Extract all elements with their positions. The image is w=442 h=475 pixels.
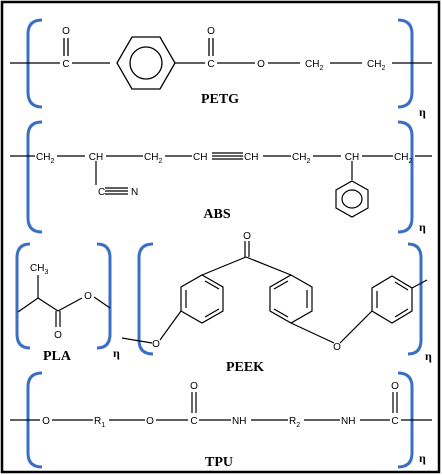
abs-right-bracket bbox=[397, 120, 414, 234]
peek-ether-oxygen: O bbox=[333, 342, 341, 353]
peek-repeat-symbol: η bbox=[425, 349, 432, 363]
petg-carbon-2: C bbox=[207, 59, 214, 70]
pla-ester-oxygen: O bbox=[84, 291, 92, 302]
tpu-carbonyl-carbon-2: C bbox=[391, 416, 398, 427]
pla-right-bracket bbox=[96, 242, 112, 350]
abs-methylene-1: CH2 bbox=[36, 152, 54, 165]
petg-carbonyl-oxygen-2: O bbox=[207, 26, 215, 37]
abs-alkyne-carbon-1: CH bbox=[193, 152, 207, 163]
tpu-oxygen-2: O bbox=[146, 416, 154, 427]
petg-label: PETG bbox=[201, 92, 239, 107]
pla-methyl: CH3 bbox=[30, 263, 48, 276]
tpu-r2-group: R2 bbox=[289, 416, 300, 429]
panel-pla: CH3 O O PLA η bbox=[15, 242, 120, 364]
abs-nitrile-carbon: C bbox=[98, 187, 105, 198]
peek-right-bracket bbox=[407, 242, 423, 356]
pla-carbonyl-oxygen: O bbox=[54, 330, 62, 341]
panel-abs: CH2 CH CH2 CH CH CH2 CH CH2 C N ABS η bbox=[10, 120, 432, 234]
panel-peek: O O O PEEK η bbox=[121, 231, 432, 375]
tpu-repeat-symbol: η bbox=[419, 451, 426, 465]
tpu-carbonyl-oxygen-1: O bbox=[190, 381, 198, 392]
petg-carbonyl-oxygen-1: O bbox=[62, 26, 70, 37]
peek-left-oxygen: O bbox=[152, 339, 160, 350]
petg-methylene-2: CH2 bbox=[367, 59, 385, 72]
pla-label: PLA bbox=[43, 349, 72, 364]
panel-petg: C O C O O CH2 CH2 PETG η bbox=[10, 18, 432, 119]
tpu-carbonyl-carbon-1: C bbox=[190, 416, 197, 427]
pla-repeat-symbol: η bbox=[113, 346, 120, 360]
tpu-amine-1: NH bbox=[232, 416, 246, 427]
abs-methine-1: CH bbox=[89, 152, 103, 163]
peek-ketone-oxygen: O bbox=[243, 231, 251, 242]
abs-methylene-2: CH2 bbox=[144, 152, 162, 165]
tpu-r1-group: R1 bbox=[94, 416, 105, 429]
peek-left-bracket bbox=[137, 242, 154, 356]
tpu-oxygen-1: O bbox=[42, 416, 50, 427]
abs-methylene-3: CH2 bbox=[292, 152, 310, 165]
tpu-amine-2: NH bbox=[341, 416, 355, 427]
tpu-carbonyl-oxygen-2: O bbox=[391, 381, 399, 392]
petg-repeat-symbol: η bbox=[419, 105, 426, 119]
tpu-label: TPU bbox=[205, 455, 233, 470]
pla-left-bracket bbox=[15, 242, 31, 350]
petg-carbon-1: C bbox=[62, 59, 69, 70]
abs-left-bracket bbox=[26, 120, 43, 234]
petg-ester-oxygen: O bbox=[257, 59, 265, 70]
peek-label: PEEK bbox=[226, 360, 264, 375]
abs-nitrile-nitrogen: N bbox=[131, 187, 138, 198]
abs-repeat-symbol: η bbox=[419, 220, 426, 234]
abs-methine-2: CH bbox=[345, 152, 359, 163]
petg-methylene-1: CH2 bbox=[305, 59, 323, 72]
abs-methylene-4: CH2 bbox=[394, 152, 412, 165]
abs-label: ABS bbox=[203, 207, 230, 222]
abs-alkyne-carbon-2: CH bbox=[244, 152, 258, 163]
panel-tpu: O R1 O C O NH R2 NH C O TPU η bbox=[10, 371, 432, 470]
